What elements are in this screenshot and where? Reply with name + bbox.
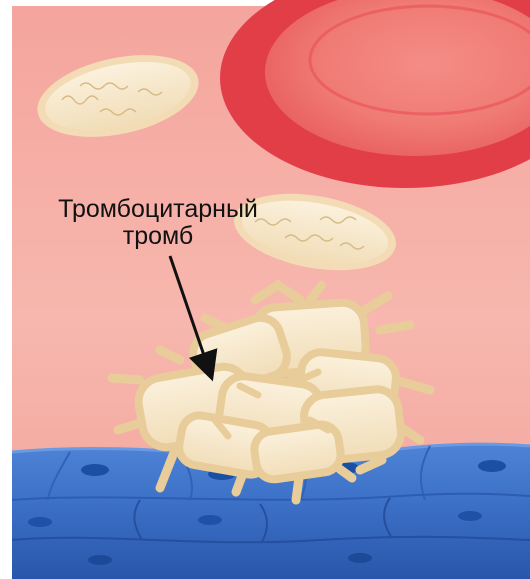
thrombus-label-line1: Тромбоцитарный [58, 195, 258, 223]
nucleus [478, 460, 506, 472]
nucleus [28, 517, 52, 527]
nucleus [88, 555, 112, 565]
nucleus [348, 553, 372, 563]
nucleus [458, 511, 482, 521]
nucleus [198, 515, 222, 525]
nucleus [81, 464, 109, 476]
thrombus-label-line2: тромб [123, 222, 193, 250]
